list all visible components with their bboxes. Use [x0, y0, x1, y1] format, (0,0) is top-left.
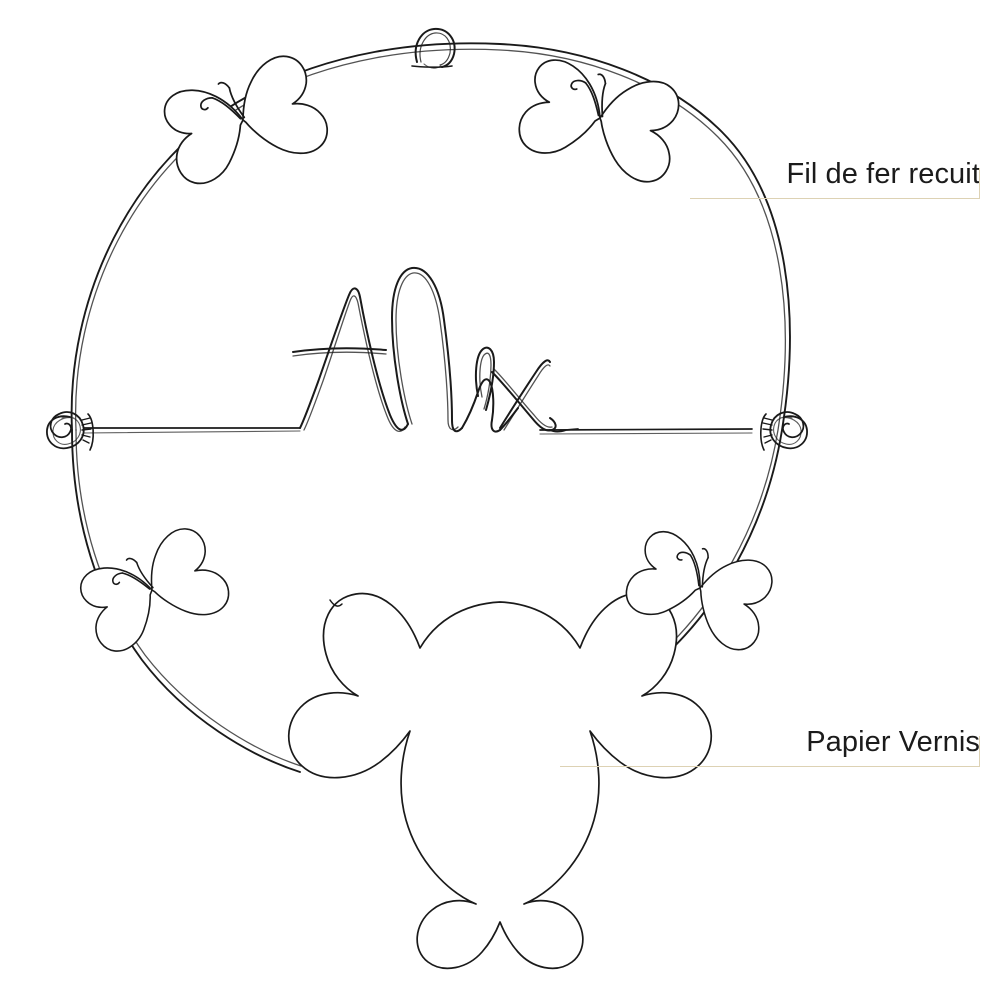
annotation-paper-rule — [560, 766, 980, 767]
annotation-paper: Papier Vernis — [560, 726, 980, 767]
wire-horizontal-bar — [83, 427, 753, 435]
annotation-wire-label: Fil de fer recuit — [786, 158, 980, 190]
wire-spiral-coil-left — [46, 411, 94, 451]
annotation-wire: Fil de fer recuit — [690, 158, 980, 199]
wire-spiral-coil-right — [760, 411, 808, 451]
annotation-paper-tick — [979, 736, 980, 766]
annotation-paper-label: Papier Vernis — [806, 726, 980, 758]
wire-hanging-loop — [411, 27, 456, 69]
annotation-wire-rule — [690, 198, 980, 199]
paper-butterfly-silhouette — [287, 592, 713, 970]
annotation-wire-tick — [979, 168, 980, 198]
butterfly-bottom-left — [70, 519, 236, 661]
wire-name-alix — [292, 266, 579, 433]
butterfly-top-right — [512, 50, 689, 188]
